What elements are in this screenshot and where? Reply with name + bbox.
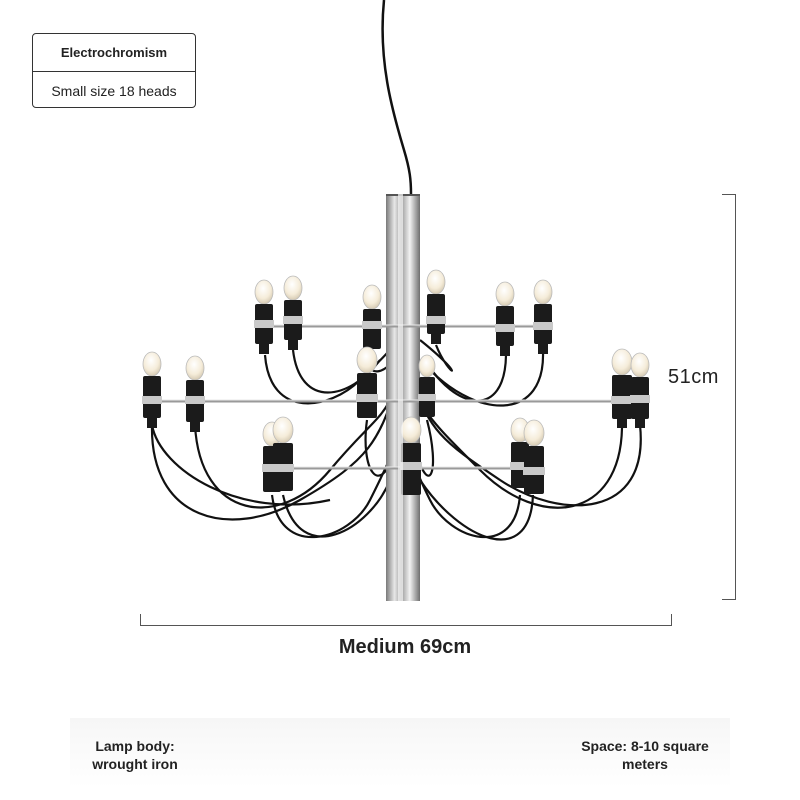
footer-band (70, 718, 730, 788)
hanging-cable (381, 0, 413, 195)
material-note: Lamp body: wrought iron (92, 738, 178, 772)
finish-label: Electrochromism (33, 34, 195, 72)
width-dimension-line (140, 614, 672, 626)
bulb-sockets (142, 269, 650, 495)
size-label: Small size 18 heads (51, 82, 177, 99)
height-dimension-line (722, 194, 736, 600)
height-label: 51cm (668, 366, 719, 388)
width-label: Medium 69cm (338, 636, 472, 658)
spec-box: Electrochromism Small size 18 heads (32, 33, 196, 108)
space-note: Space: 8-10 square meters (581, 738, 709, 772)
